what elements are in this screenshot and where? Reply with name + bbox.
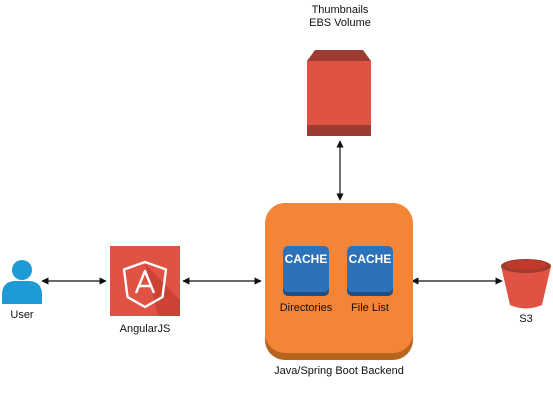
cache-label-directories: Directories <box>279 302 333 314</box>
ebs-label-line2: EBS Volume <box>309 17 371 29</box>
ebs-volume-icon <box>307 50 371 136</box>
angular-logo-icon <box>110 246 180 316</box>
angular-label: AngularJS <box>119 323 171 335</box>
ebs-label-line1: Thumbnails <box>311 4 369 16</box>
user-label: User <box>10 309 34 321</box>
cache-icon-directories <box>283 246 329 296</box>
user-icon <box>2 260 42 304</box>
cache-badge-directories: CACHE <box>285 252 328 266</box>
s3-label: S3 <box>519 313 533 325</box>
cache-icon-file-list <box>347 246 393 296</box>
cache-badge-file-list: CACHE <box>349 252 392 266</box>
backend-label: Java/Spring Boot Backend <box>274 365 404 377</box>
cache-label-file-list: File List <box>351 302 389 314</box>
s3-bucket-icon <box>501 259 551 309</box>
